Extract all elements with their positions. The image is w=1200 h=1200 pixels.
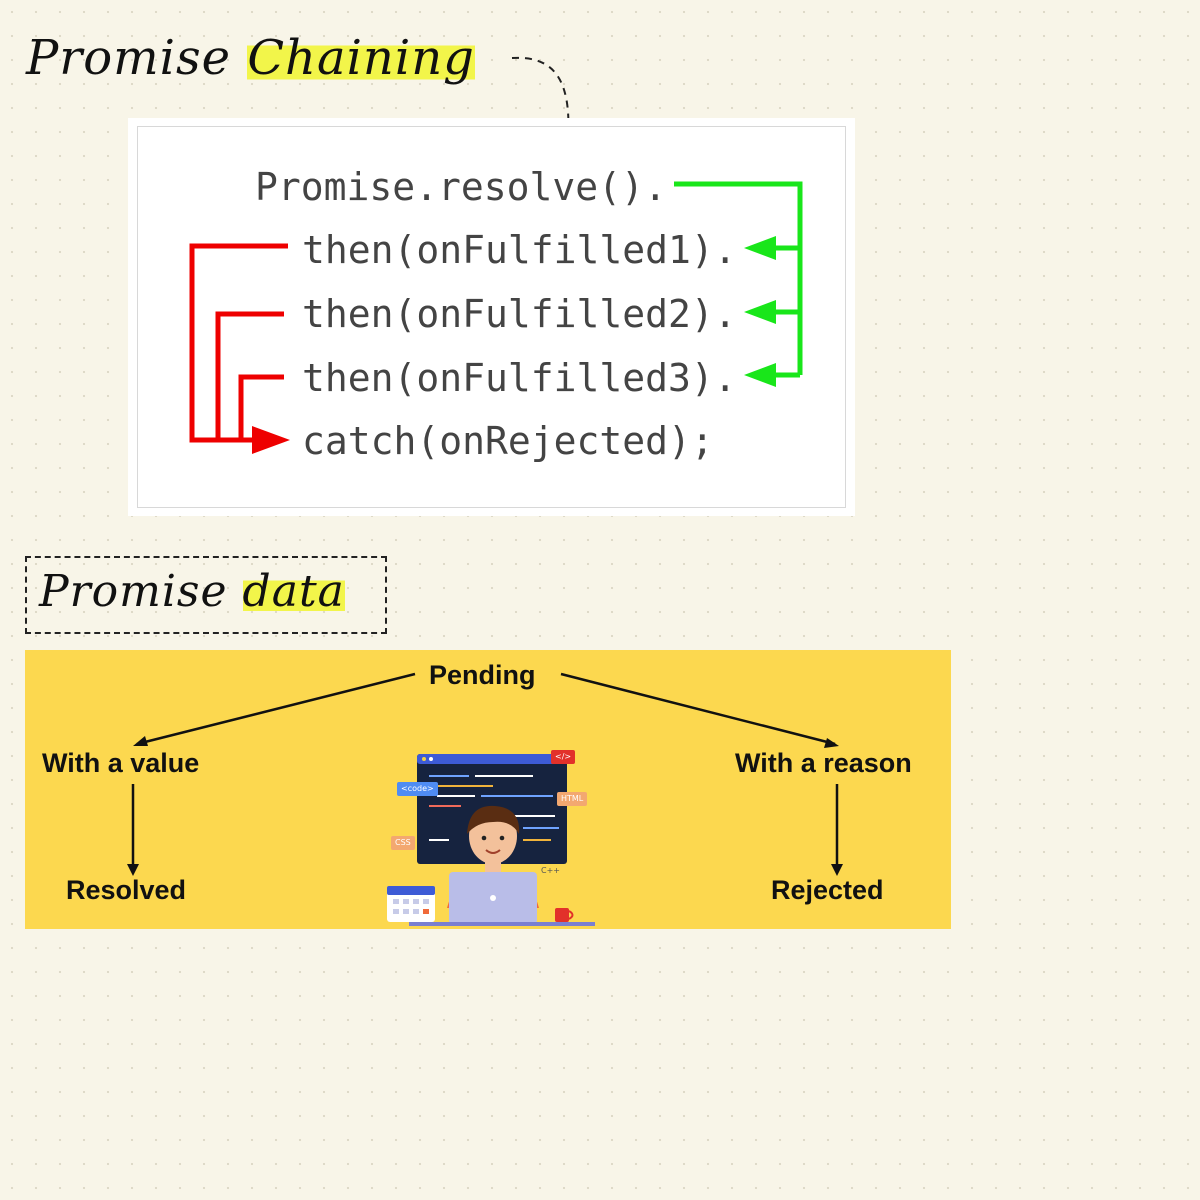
developer-at-laptop-icon <box>387 754 595 926</box>
fulfilled-arrowheads <box>744 236 776 387</box>
subtitle-dashed-box: Promise data <box>25 556 387 634</box>
chain-arrows <box>189 181 803 454</box>
code-line-then-2: then(onFulfilled2). <box>302 292 737 336</box>
subtitle-plain: Promise <box>39 566 228 617</box>
code-line-resolve: Promise.resolve(). <box>255 165 667 209</box>
tag-html: HTML <box>557 792 588 806</box>
fulfilled-flow-arrows <box>674 181 803 378</box>
promise-chain-code-card: Promise.resolve(). then(onFulfilled1). t… <box>128 118 855 516</box>
state-with-value: With a value <box>42 748 200 778</box>
subtitle-heading: Promise data <box>39 566 345 617</box>
tag-code: <code> <box>397 782 438 796</box>
tag-brackets: </> <box>551 750 576 764</box>
code-line-then-3: then(onFulfilled3). <box>302 356 737 400</box>
state-arrows <box>127 672 843 876</box>
title-heading: Promise Chaining <box>26 30 475 86</box>
code-line-then-1: then(onFulfilled1). <box>302 228 737 272</box>
rejected-flow-arrows <box>189 243 288 443</box>
state-rejected: Rejected <box>771 875 884 905</box>
state-with-reason: With a reason <box>735 748 912 778</box>
tag-css: CSS <box>391 836 415 850</box>
title-plain: Promise <box>26 30 232 86</box>
title-highlight: Chaining <box>247 30 475 86</box>
code-card-border <box>137 126 846 508</box>
code-line-catch: catch(onRejected); <box>302 419 714 463</box>
developer-illustration: <code> HTML CSS C++ </> <box>383 748 603 929</box>
state-pending: Pending <box>429 660 536 690</box>
promise-states-panel: Pending With a value With a reason Resol… <box>25 650 951 929</box>
subtitle-highlight: data <box>242 566 345 617</box>
tag-cpp: C++ <box>541 866 560 875</box>
rejected-arrowhead <box>252 426 290 454</box>
state-resolved: Resolved <box>66 875 187 905</box>
